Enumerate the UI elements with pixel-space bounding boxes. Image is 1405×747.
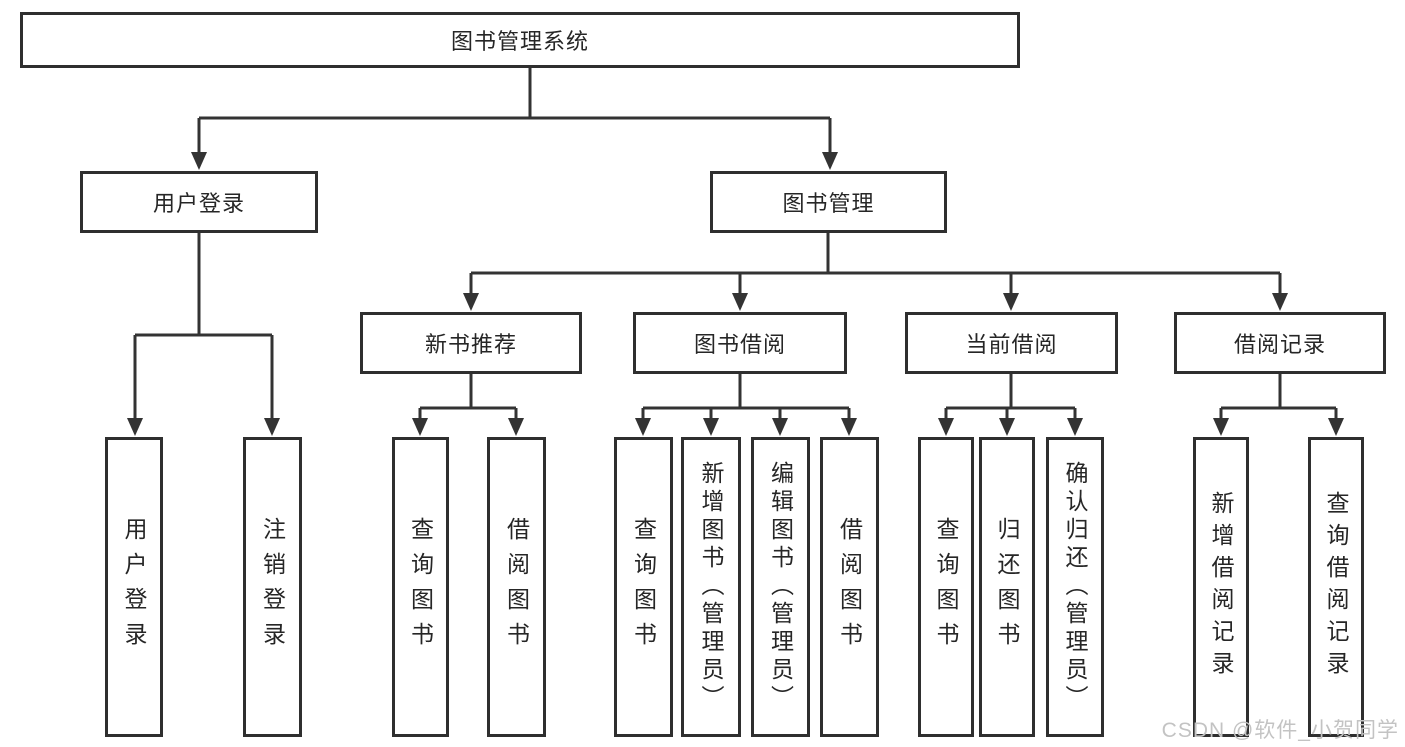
node-book-management: 图书管理: [710, 171, 947, 233]
node-leaf-borrow-books-2: 借阅图书: [820, 437, 879, 737]
node-leaf-borrow-books-1: 借阅图书: [487, 437, 546, 737]
node-leaf-logout: 注销登录: [243, 437, 302, 737]
node-leaf-query-borrow-record: 查询借阅记录: [1308, 437, 1364, 737]
node-library-system-root: 图书管理系统: [20, 12, 1020, 68]
node-leaf-query-books-1: 查询图书: [392, 437, 449, 737]
node-new-book-recommend: 新书推荐: [360, 312, 582, 374]
node-leaf-return-book: 归还图书: [979, 437, 1035, 737]
node-leaf-add-book-admin: 新增图书（管理员）: [681, 437, 741, 737]
csdn-watermark: CSDN @软件_小贺同学: [1161, 719, 1399, 742]
node-borrow-records: 借阅记录: [1174, 312, 1386, 374]
node-leaf-confirm-return-admin: 确认归还（管理员）: [1046, 437, 1104, 737]
node-leaf-user-login: 用户登录: [105, 437, 163, 737]
node-book-borrow: 图书借阅: [633, 312, 847, 374]
node-leaf-edit-book-admin: 编辑图书（管理员）: [751, 437, 810, 737]
node-user-login-group: 用户登录: [80, 171, 318, 233]
node-leaf-query-books-3: 查询图书: [918, 437, 974, 737]
node-leaf-add-borrow-record: 新增借阅记录: [1193, 437, 1249, 737]
node-leaf-query-books-2: 查询图书: [614, 437, 673, 737]
node-current-borrow: 当前借阅: [905, 312, 1118, 374]
